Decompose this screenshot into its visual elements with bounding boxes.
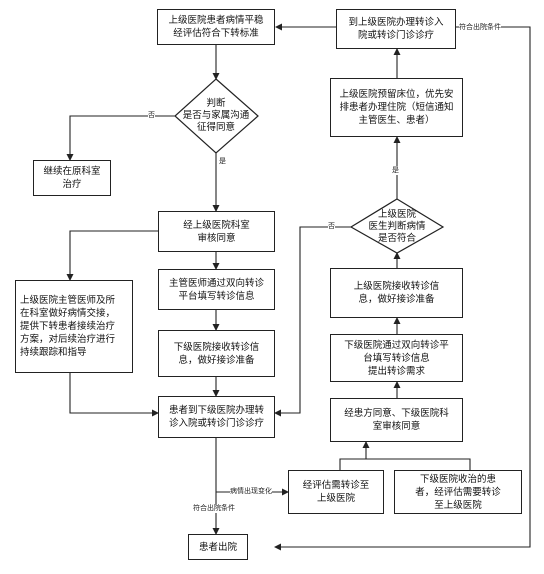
box-discharge: 患者出院 (188, 534, 248, 560)
edge-n2-left (66, 230, 158, 281)
decision-diamond-2 (349, 198, 445, 254)
label-yes-2: 是 (392, 166, 399, 175)
box-n4: 下级医院接收转诊信 息，做好接诊准备 (158, 330, 275, 377)
edge-judge1-no (66, 115, 175, 161)
box-continue-treatment: 继续在原科室 治疗 (33, 160, 111, 196)
decision-text-2: 上级医院 医生判断病情 是否符合 (368, 209, 426, 244)
edge-upeval-r1 (339, 441, 370, 470)
box-n3: 主管医师通过双向转诊 平台填写转诊信息 (158, 269, 275, 310)
label-discharge-condition-right: 符合出院条件 (459, 23, 501, 32)
box-r3: 上级医院接收转诊信 息，做好接诊准备 (330, 268, 463, 318)
box-n5: 患者到下级医院办理转 诊入院或转诊门诊诊疗 (158, 396, 275, 438)
label-discharge-condition-left: 符合出院条件 (193, 504, 235, 513)
box-n2: 经上级医院科室 审核同意 (158, 211, 275, 252)
edge-lower-r1 (366, 458, 471, 470)
decision-text-1: 判断 是否与家属沟通 征得同意 (182, 98, 250, 133)
box-r5: 到上级医院办理转诊入 院或转诊门诊诊疗 (336, 9, 456, 49)
box-handover: 上级医院主管医师及所 在科室做好病情交接， 提供下转患者接续治疗 方案，对后续治… (15, 280, 133, 373)
edge-judge2-no (274, 226, 351, 417)
box-r4: 上级医院预留床位，优先安 排患者办理住院（短信通知 主管医生、患者） (330, 78, 463, 137)
label-no-1: 否 (148, 111, 155, 120)
decision-diamond-1 (174, 78, 259, 154)
box-n1: 上级医院患者病情平稳 经评估符合下转标准 (157, 9, 275, 45)
label-condition-change: 病情出现变化 (230, 487, 272, 496)
box-r2: 下级医院通过双向转诊平 台填写转诊信息 提出转诊需求 (330, 334, 463, 382)
label-yes-1: 是 (219, 157, 226, 166)
box-r1: 经患方同意、下级医院科 室审核同意 (330, 398, 463, 442)
box-up-eval: 经评估需转诊至 上级医院 (288, 470, 384, 514)
label-no-2: 否 (328, 222, 335, 231)
edge-left-n5 (69, 373, 159, 417)
box-lower-patient: 下级医院收治的患 者，经评估需要转诊 至上级医院 (394, 470, 522, 514)
